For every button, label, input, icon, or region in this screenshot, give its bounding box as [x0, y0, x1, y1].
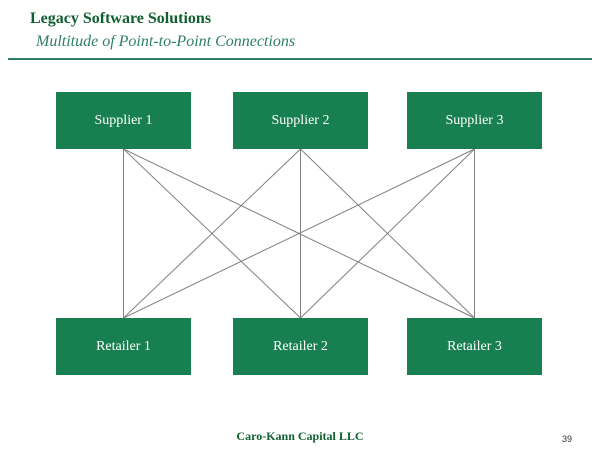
retailer-1-box: Retailer 1: [56, 318, 191, 375]
retailer-1-label: Retailer 1: [96, 338, 151, 354]
header-divider: [8, 58, 592, 60]
footer-company: Caro-Kann Capital LLC: [236, 429, 364, 443]
supplier-3-box: Supplier 3: [407, 92, 542, 149]
page-number: 39: [561, 434, 572, 444]
slide-title: Legacy Software Solutions: [30, 10, 212, 27]
retailer-2-label: Retailer 2: [273, 338, 328, 354]
supplier-2-box: Supplier 2: [233, 92, 368, 149]
retailer-3-label: Retailer 3: [447, 338, 502, 354]
supplier-3-label: Supplier 3: [445, 112, 504, 128]
retailer-2-box: Retailer 2: [233, 318, 368, 375]
supplier-1-box: Supplier 1: [56, 92, 191, 149]
connection-lines: [123, 148, 475, 319]
supplier-2-label: Supplier 2: [271, 112, 330, 128]
diagram-area: Supplier 1 Supplier 2 Supplier 3 Retaile…: [0, 60, 600, 390]
slide-subtitle: Multitude of Point-to-Point Connections: [36, 33, 296, 50]
retailer-3-box: Retailer 3: [407, 318, 542, 375]
supplier-1-label: Supplier 1: [94, 112, 153, 128]
